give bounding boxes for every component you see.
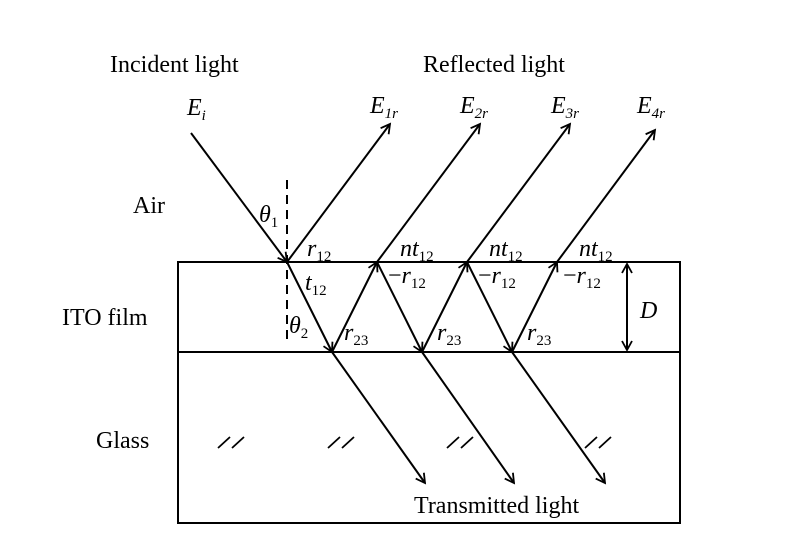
internal-ray-up-1: [331, 260, 379, 353]
neg-r12-label-2: −r12: [478, 263, 516, 292]
thickness-label: D: [639, 298, 657, 324]
reflected-light-label: Reflected light: [423, 52, 565, 78]
nt12-label-2: nt12: [489, 236, 523, 265]
incident-light-label: Incident light: [110, 52, 239, 78]
r23-label-1: r23: [344, 320, 368, 349]
t12-label: t12: [305, 270, 327, 299]
transmitted-ray-1: [331, 351, 427, 485]
internal-ray-up-2: [421, 260, 469, 353]
ito-film-label: ITO film: [62, 305, 148, 331]
glass-label: Glass: [96, 428, 149, 454]
reflected-ray-4: [556, 128, 657, 263]
reflected-ray-1: [286, 122, 392, 263]
reflected-field-label-4: E4r: [636, 93, 665, 122]
nt12-label-3: nt12: [579, 236, 613, 265]
transmitted-ray-2: [421, 351, 516, 485]
internal-ray-down-1: [286, 261, 334, 354]
glass-hatch-marks: [217, 436, 612, 449]
theta1-label: θ1: [259, 202, 278, 231]
reflected-ray-2: [376, 122, 482, 263]
reflected-field-label-3: E3r: [550, 93, 579, 122]
r23-label-2: r23: [437, 320, 461, 349]
air-label: Air: [133, 193, 165, 219]
r23-label-3: r23: [527, 320, 551, 349]
reflected-field-label-2: E2r: [459, 93, 488, 122]
incident-field-label: Ei: [186, 95, 206, 124]
neg-r12-label-3: −r12: [563, 263, 601, 292]
reflected-field-label-1: E1r: [369, 93, 398, 122]
incident-ray: [190, 132, 289, 264]
substrate-box: [177, 261, 681, 524]
transmitted-ray-3: [511, 351, 607, 485]
theta2-label: θ2: [289, 313, 308, 342]
r12-label: r12: [307, 236, 331, 265]
reflected-ray-3: [466, 122, 572, 263]
nt12-label-1: nt12: [400, 236, 434, 265]
internal-ray-up-3: [511, 260, 559, 353]
neg-r12-label-1: −r12: [388, 263, 426, 292]
transmitted-light-label: Transmitted light: [414, 493, 579, 519]
internal-ray-down-3: [466, 261, 514, 354]
internal-ray-down-2: [376, 261, 424, 354]
